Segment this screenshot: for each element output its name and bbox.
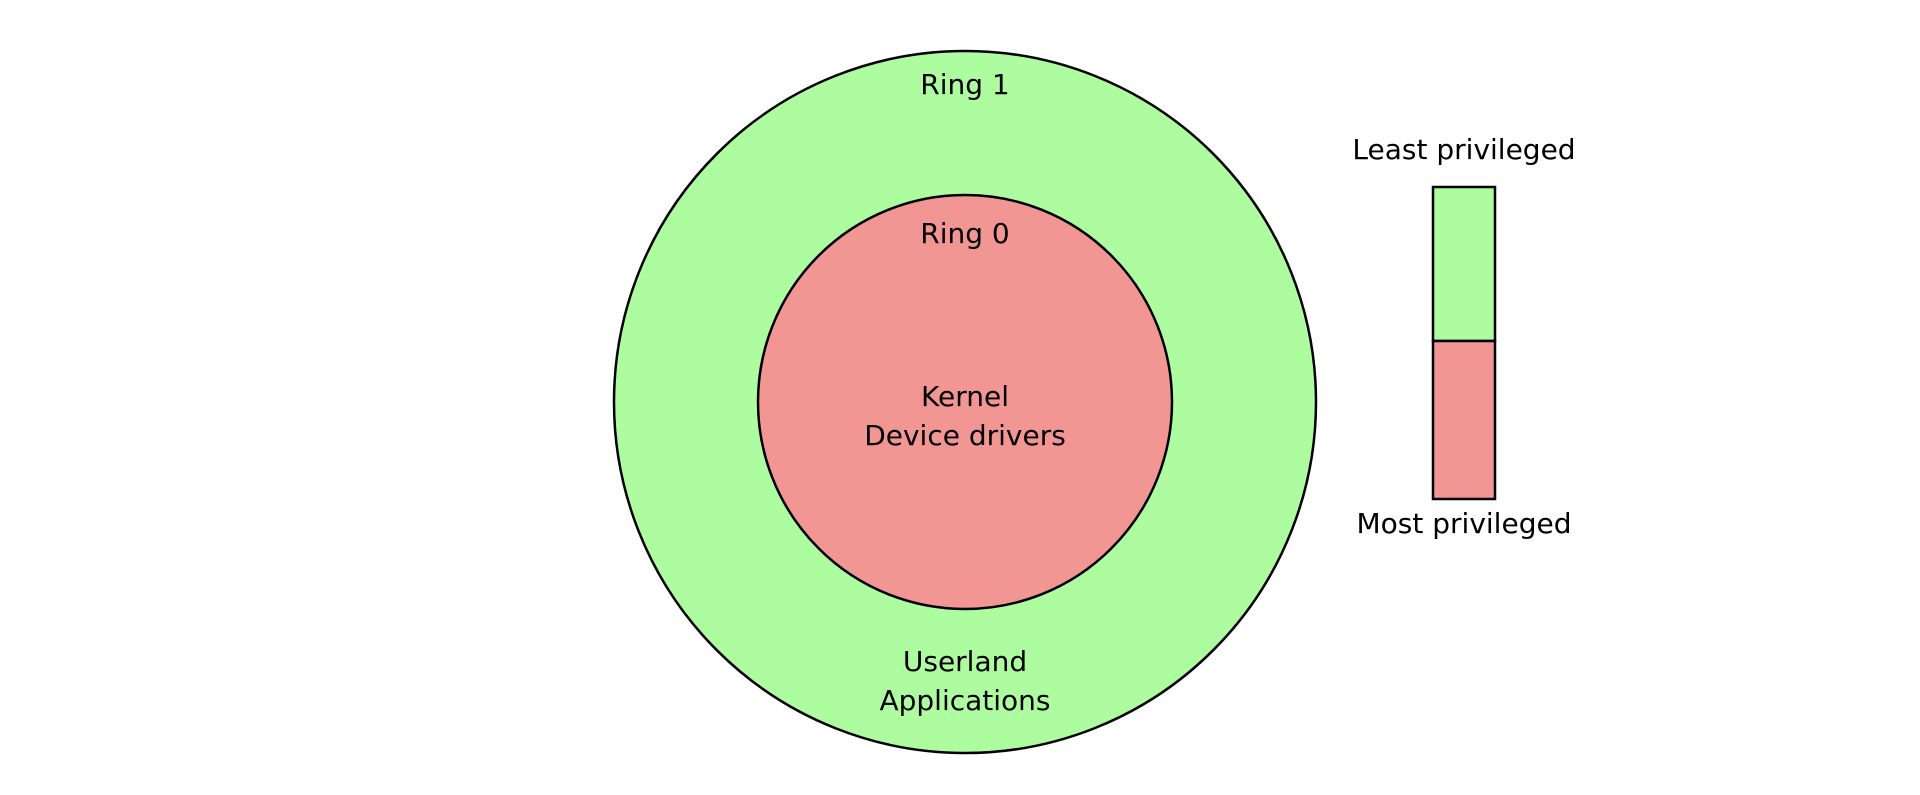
ring-1-label: Ring 1: [920, 68, 1009, 101]
privilege-legend: Least privileged Most privileged: [1352, 133, 1575, 540]
ring-1-content-applications: Applications: [879, 684, 1050, 717]
ring-0-content-kernel: Kernel: [921, 380, 1009, 413]
ring-0-label: Ring 0: [920, 217, 1009, 250]
legend-least-privileged-label: Least privileged: [1352, 133, 1575, 166]
ring-1-content-userland: Userland: [903, 645, 1027, 678]
legend-most-privileged-swatch: [1431, 339, 1497, 501]
ring-0-content-device-drivers: Device drivers: [864, 419, 1066, 452]
legend-least-privileged-swatch: [1431, 185, 1497, 343]
legend-most-privileged-label: Most privileged: [1357, 507, 1572, 540]
ring-0-circle: [756, 193, 1174, 611]
